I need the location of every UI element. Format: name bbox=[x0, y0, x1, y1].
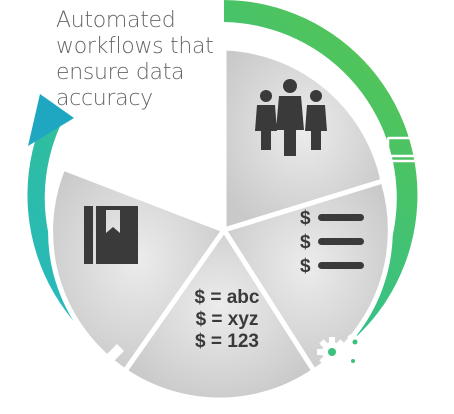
laptop-icon bbox=[381, 136, 422, 163]
bookmark-book-icon bbox=[84, 206, 138, 264]
formula-line-3: $ = 123 bbox=[195, 331, 259, 352]
pencil-icon bbox=[94, 344, 124, 374]
dollar-list-icon: $ $ $ bbox=[300, 208, 364, 277]
caption-line-3: ensure data bbox=[56, 60, 185, 85]
list-dollar-3: $ bbox=[300, 256, 311, 277]
team-icon bbox=[255, 79, 327, 156]
caption-line-4: accuracy bbox=[56, 86, 153, 111]
list-dollar-2: $ bbox=[300, 232, 311, 253]
caption-line-1: Automated bbox=[56, 8, 176, 33]
ring-arrowhead bbox=[28, 94, 74, 146]
mapping-formulas: $ = abc $ = xyz $ = 123 bbox=[0, 287, 454, 353]
formula-line-1: $ = abc bbox=[194, 287, 260, 308]
segment-mapping bbox=[122, 227, 317, 403]
diagram-caption: Automated workflows that ensure data acc… bbox=[56, 8, 256, 112]
caption-line-2: workflows that bbox=[56, 34, 214, 59]
gears-icon bbox=[317, 333, 364, 368]
segment-disc bbox=[48, 45, 393, 403]
formula-line-2: $ = xyz bbox=[195, 309, 259, 330]
list-dollar-1: $ bbox=[300, 208, 311, 229]
